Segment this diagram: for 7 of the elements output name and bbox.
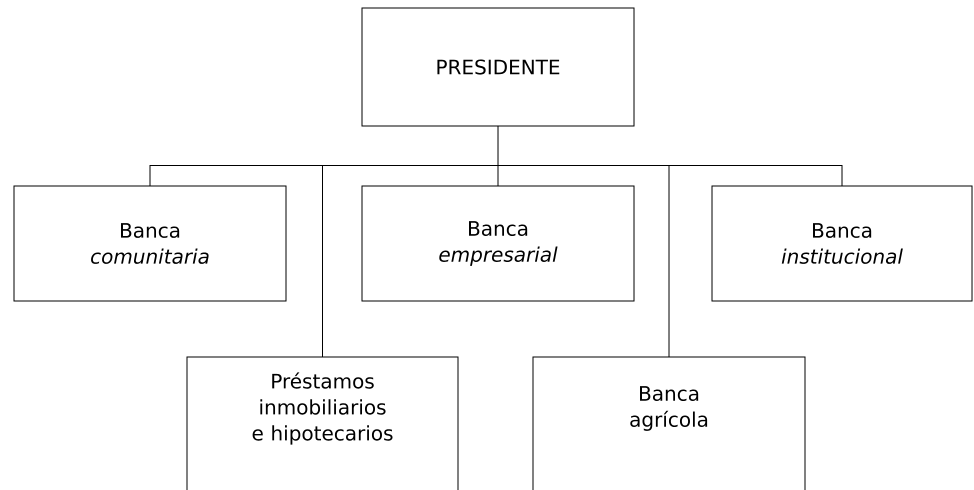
org-box: Préstamos inmobiliarios e hipotecarios [186, 356, 458, 490]
org-box: Banca institucional [712, 186, 973, 302]
org-box: PRESIDENTE [362, 8, 634, 126]
org-box: Banca agrícola [532, 356, 806, 490]
org-box: Banca empresarial [362, 186, 634, 302]
org-box: Banca comunitaria [14, 186, 286, 302]
connector-line [498, 126, 842, 186]
